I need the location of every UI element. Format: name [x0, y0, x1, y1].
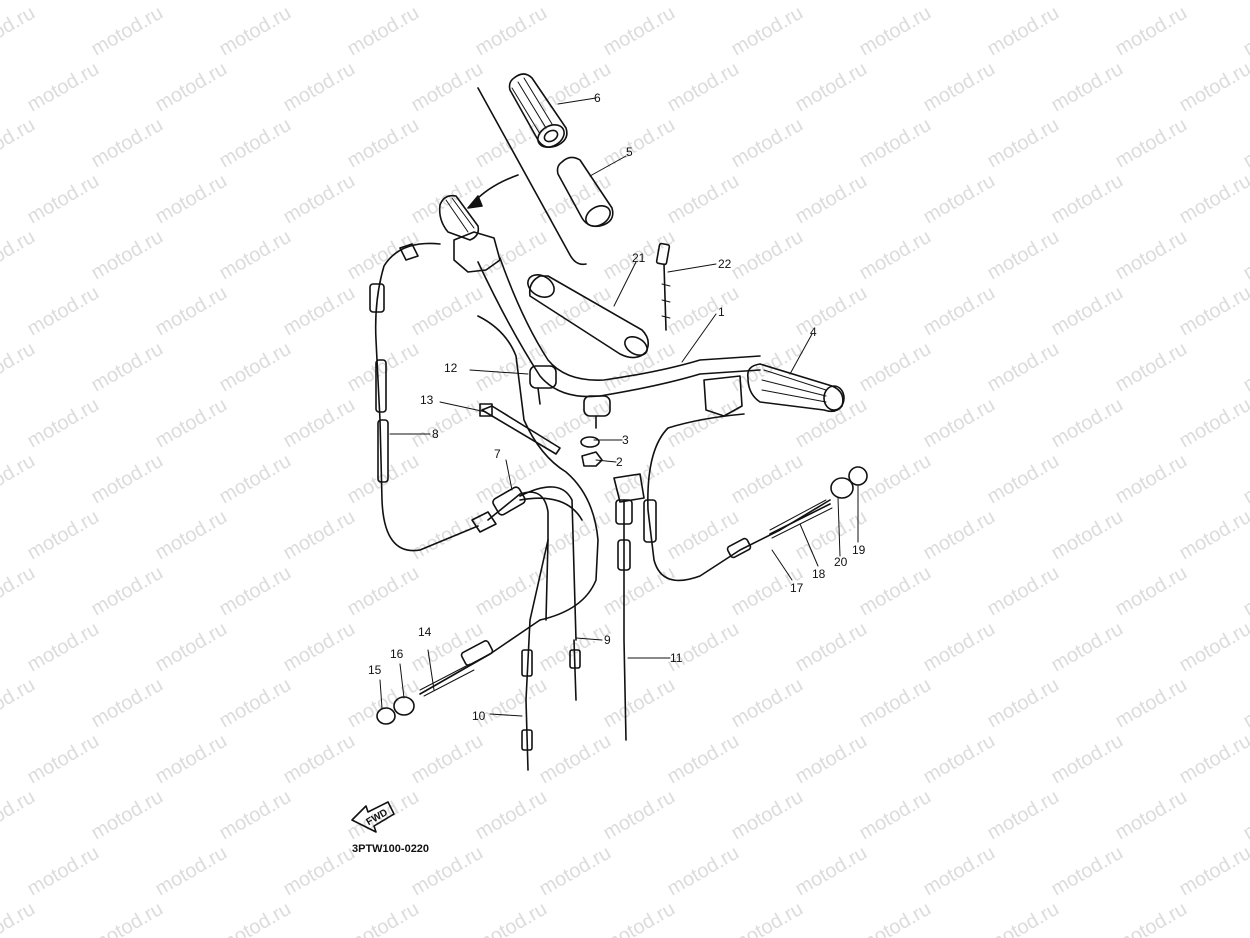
- part-number-4: 4: [810, 325, 817, 339]
- part-number-17: 17: [790, 581, 804, 595]
- part-number-12: 12: [444, 361, 458, 375]
- grip-6-shape: [508, 73, 568, 148]
- part-number-22: 22: [718, 257, 732, 271]
- pipe-21-shape: [527, 274, 650, 359]
- cable-11-shape: [623, 499, 627, 741]
- cable-8-shape: [374, 242, 479, 552]
- collar-16-shape: [393, 696, 415, 716]
- part-number-2: 2: [616, 455, 623, 469]
- right-grip-4-shape: [746, 363, 845, 413]
- cable-17-shape: [647, 413, 831, 582]
- cable-10-shape: [525, 539, 549, 771]
- right-switch-shape: [703, 375, 743, 417]
- washer-3-shape: [580, 436, 600, 448]
- part-number-5: 5: [626, 145, 633, 159]
- nut-15-shape: [376, 707, 396, 725]
- detail-arrow-head: [467, 195, 483, 209]
- spring-18-shape: [769, 503, 831, 535]
- clip-22-shape: [655, 242, 671, 331]
- part-number-10: 10: [472, 709, 486, 723]
- holder-12-shape: [529, 365, 611, 429]
- sleeve-5-shape: [556, 156, 614, 228]
- part-number-9: 9: [604, 633, 611, 647]
- nut-2-shape: [581, 451, 603, 467]
- collar-20-shape: [830, 477, 854, 499]
- detail-arrow-curve: [473, 174, 519, 203]
- left-lever-holder-shape: [453, 231, 501, 273]
- detail-bracket-line: [477, 87, 587, 266]
- part-number-18: 18: [812, 567, 826, 581]
- part-number-8: 8: [432, 427, 439, 441]
- nut-19-shape: [848, 466, 868, 486]
- part-number-7: 7: [494, 447, 501, 461]
- fwd-arrow-shape: [351, 801, 395, 833]
- handlebar-tube-shape: [477, 261, 761, 398]
- part-number-14: 14: [418, 625, 432, 639]
- part-number-20: 20: [834, 555, 848, 569]
- part-number-13: 13: [420, 393, 434, 407]
- left-grip-shape: [438, 194, 480, 241]
- part-number-21: 21: [632, 251, 646, 265]
- part-number-1: 1: [718, 305, 725, 319]
- cable-7-shape: [487, 491, 549, 621]
- part-number-3: 3: [622, 433, 629, 447]
- cable-9-shape: [477, 315, 599, 621]
- part-number-6: 6: [594, 91, 601, 105]
- part-number-11: 11: [670, 651, 683, 665]
- part-number-16: 16: [390, 647, 404, 661]
- cable-tie-13-shape: [481, 405, 561, 455]
- part-number-19: 19: [852, 543, 866, 557]
- diagram-code: 3PTW100-0220: [352, 843, 429, 855]
- part-number-15: 15: [368, 663, 382, 677]
